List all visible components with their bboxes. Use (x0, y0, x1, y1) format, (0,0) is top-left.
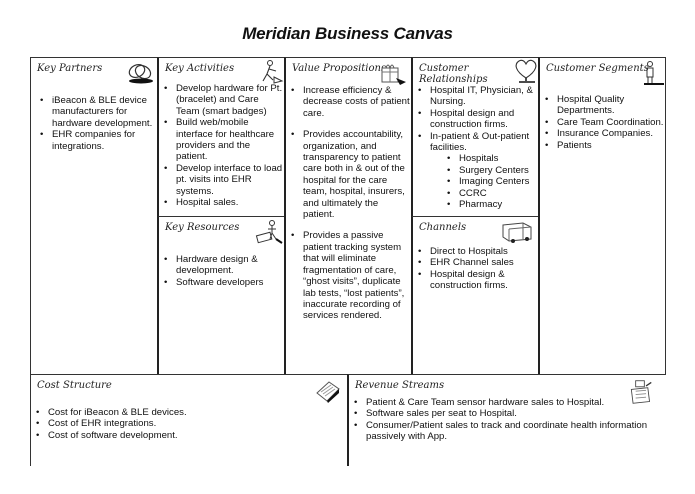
list-item: Cost of EHR integrations. (33, 418, 333, 430)
customer-segments-section: Customer Segments Hospital Quality Depar… (538, 57, 666, 375)
revenue-streams-section: Revenue Streams Patient & Care Team sens… (347, 374, 666, 466)
list-item: Provides a passive patient tracking syst… (288, 230, 410, 321)
value-propositions-list: Increase efficiency & decrease costs of … (288, 85, 410, 332)
list-item: Hospital Quality Departments. (542, 94, 666, 117)
sub-list-item: CCRC (444, 188, 539, 200)
list-item: Insurance Companies. (542, 128, 666, 140)
list-item: Cost of software development. (33, 430, 333, 442)
section-header: Customer Segments (546, 63, 649, 74)
sub-list-item: Imaging Centers (444, 176, 539, 188)
list-item: Hospital sales. (161, 197, 283, 209)
section-header: Key Partners (37, 63, 103, 74)
key-resources-section: Key Resources Hardware design & developm… (157, 216, 285, 375)
list-item: EHR Channel sales (415, 257, 537, 269)
key-activities-section: Key Activities Develop hardware for Pt. … (157, 57, 285, 217)
list-item: Consumer/Patient sales to track and coor… (351, 420, 651, 443)
key-partners-section: Key Partners iBeacon & BLE device manufa… (30, 57, 158, 375)
customer-relationships-list: Hospital IT, Physician, & Nursing. Hospi… (415, 85, 539, 211)
list-item: Build web/mobile interface for healthcar… (161, 117, 283, 163)
customer-relationships-section: Customer Relationships Hospital IT, Phys… (411, 57, 539, 217)
customer-segments-list: Hospital Quality Departments. Care Team … (542, 94, 666, 151)
list-item: Hospital design and construction firms. (415, 108, 539, 131)
heart-icon (515, 59, 537, 83)
chain-links-icon (128, 63, 153, 84)
list-item: Develop interface to load pt. visits int… (161, 163, 283, 197)
key-resources-list: Hardware design & development. Software … (161, 254, 283, 289)
list-item: In-patient & Out-patient facilities. Hos… (415, 131, 539, 211)
page-title: Meridian Business Canvas (242, 24, 453, 43)
list-item: EHR companies for integrations. (37, 129, 155, 152)
list-item: Patients (542, 140, 666, 152)
list-item: Increase efficiency & decrease costs of … (288, 85, 410, 119)
list-item: Cost for iBeacon & BLE devices. (33, 407, 333, 419)
channels-list: Direct to Hospitals EHR Channel sales Ho… (415, 246, 537, 292)
sub-list-item: Pharmacy (444, 199, 539, 211)
list-item: Provides accountability, organization, a… (288, 129, 410, 220)
list-item: Hospital design & construction firms. (415, 269, 537, 292)
section-header: Customer Relationships (419, 63, 488, 85)
sub-list-item: Hospitals (444, 153, 539, 165)
sub-list-item: Surgery Centers (444, 165, 539, 177)
key-activities-list: Develop hardware for Pt. (bracelet) and … (161, 83, 283, 209)
section-header: Key Activities (165, 63, 235, 74)
channels-section: Channels Direct to Hospitals EHR Channel… (411, 216, 539, 375)
list-item: Direct to Hospitals (415, 246, 537, 258)
list-item: Patient & Care Team sensor hardware sale… (351, 397, 651, 409)
list-item-text: In-patient & Out-patient facilities. (430, 130, 530, 154)
list-item: Software sales per seat to Hospital. (351, 408, 651, 420)
worker-icon (262, 60, 284, 84)
list-item: Develop hardware for Pt. (bracelet) and … (161, 83, 283, 117)
list-item: Care Team Coordination. (542, 117, 666, 129)
cost-structure-list: Cost for iBeacon & BLE devices. Cost of … (33, 407, 333, 442)
cost-structure-section: Cost Structure Cost for iBeacon & BLE de… (30, 374, 349, 466)
list-item: iBeacon & BLE device manufacturers for h… (37, 95, 155, 129)
value-propositions-section: Value Propositions Increase efficiency &… (284, 57, 412, 375)
section-header: Channels (419, 222, 467, 233)
revenue-streams-list: Patient & Care Team sensor hardware sale… (351, 397, 651, 443)
list-item: Software developers (161, 277, 283, 289)
facility-sublist: Hospitals Surgery Centers Imaging Center… (444, 153, 539, 210)
key-partners-list: iBeacon & BLE device manufacturers for h… (37, 95, 155, 152)
price-tag-icon (316, 381, 340, 403)
section-header: Cost Structure (37, 380, 112, 391)
list-item: Hospital IT, Physician, & Nursing. (415, 85, 539, 108)
section-header: Value Propositions (292, 63, 387, 74)
person-icon (644, 61, 664, 85)
list-item: Hardware design & development. (161, 254, 283, 277)
section-header: Revenue Streams (355, 380, 445, 391)
factory-worker-icon (255, 220, 283, 244)
section-header: Key Resources (165, 222, 240, 233)
delivery-truck-icon (502, 222, 532, 243)
gift-icon (381, 64, 406, 85)
